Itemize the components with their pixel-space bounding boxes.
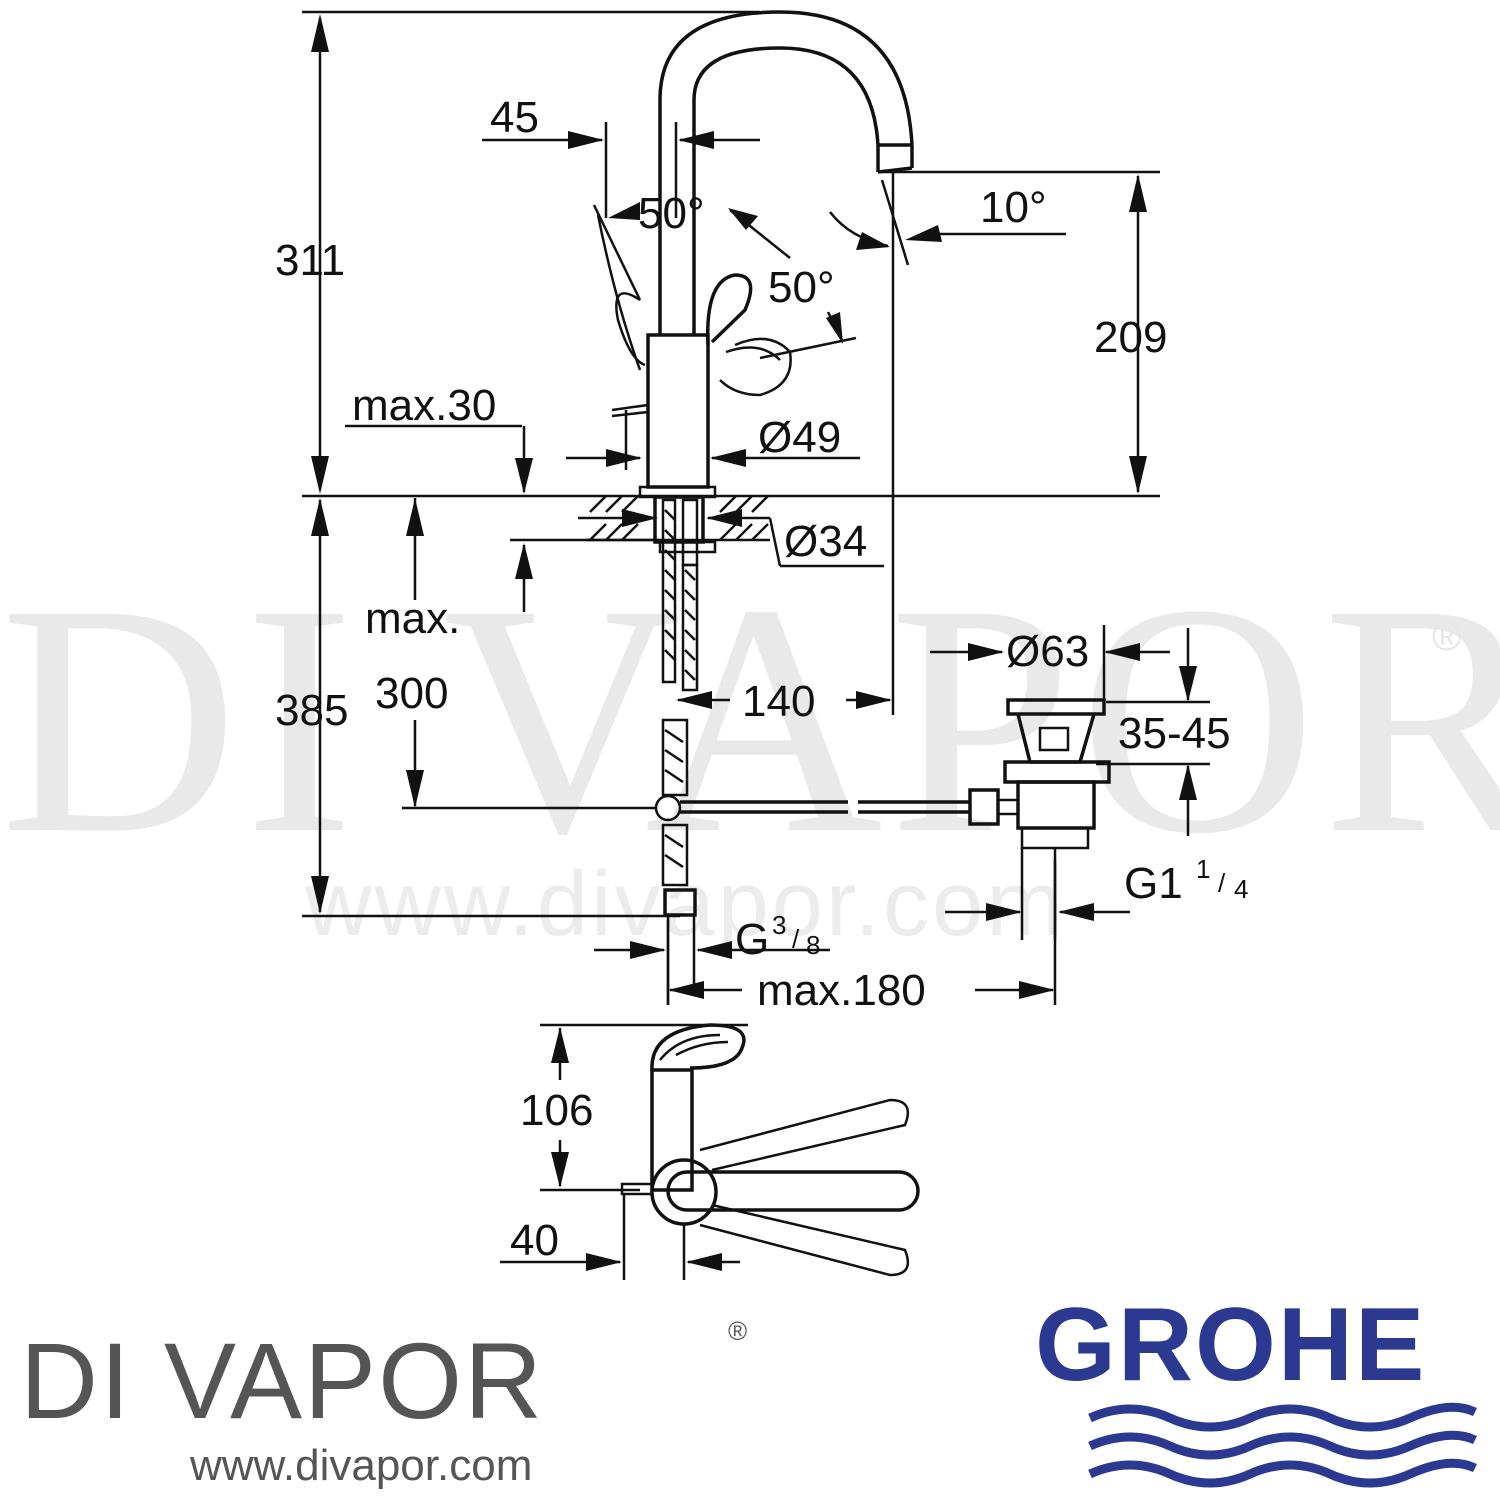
grohe-wordmark: GROHE: [1035, 1287, 1426, 1403]
svg-text:8: 8: [806, 930, 820, 960]
dim-g1-quarter: G1 1 / 4: [1124, 854, 1248, 908]
divapor-url: www.divapor.com: [189, 1441, 532, 1490]
dim-g-three-eighths: G 3 / 8: [735, 910, 820, 964]
watermark-brand: DI VAPOR: [0, 537, 1500, 902]
svg-text:4: 4: [1234, 874, 1248, 904]
dim-209: 209: [1094, 313, 1167, 362]
watermark-url: www.divapor.com: [304, 853, 1066, 955]
dim-diameter-34: Ø34: [784, 517, 867, 566]
dim-max-180: max.180: [757, 966, 926, 1015]
dim-140: 140: [742, 677, 815, 726]
dimension-labels: 45 50° 50° 10° 311 209 max.30 Ø49 Ø34 ma…: [275, 93, 1248, 1265]
divapor-registered: ®: [728, 1316, 747, 1346]
dim-311: 311: [275, 236, 345, 285]
faucet-side-view: [620, 1023, 920, 1277]
watermark-registered: ®: [1432, 615, 1461, 659]
dim-35-45: 35-45: [1118, 709, 1231, 758]
dim-angle-50-left: 50°: [638, 189, 705, 238]
dimension-lines: [302, 10, 1210, 1280]
dim-diameter-49: Ø49: [758, 413, 841, 462]
dim-45: 45: [490, 93, 539, 142]
dim-106: 106: [520, 1086, 593, 1135]
faucet-front-view: [585, 10, 1111, 1005]
grohe-logo: GROHE: [1035, 1287, 1477, 1488]
dim-300: 300: [375, 669, 448, 718]
watermark: DI VAPOR ® www.divapor.com: [0, 537, 1500, 955]
svg-text:/: /: [1218, 868, 1226, 898]
dim-40: 40: [510, 1216, 559, 1265]
svg-text:/: /: [792, 924, 800, 954]
svg-text:G1: G1: [1124, 859, 1183, 908]
svg-text:3: 3: [772, 910, 786, 940]
divapor-logo: DI VAPOR ® www.divapor.com: [20, 1316, 747, 1490]
dim-max-30: max.30: [352, 381, 496, 430]
grohe-waves-icon: [1088, 1402, 1477, 1488]
dim-angle-50-right: 50°: [768, 263, 835, 312]
divapor-brand: DI VAPOR: [20, 1320, 544, 1441]
svg-text:G: G: [735, 915, 769, 964]
dim-385: 385: [275, 686, 348, 735]
dim-diameter-63: Ø63: [1006, 627, 1089, 676]
svg-text:1: 1: [1196, 854, 1210, 884]
dim-angle-10: 10°: [980, 183, 1047, 232]
dim-max-label: max.: [365, 594, 460, 643]
